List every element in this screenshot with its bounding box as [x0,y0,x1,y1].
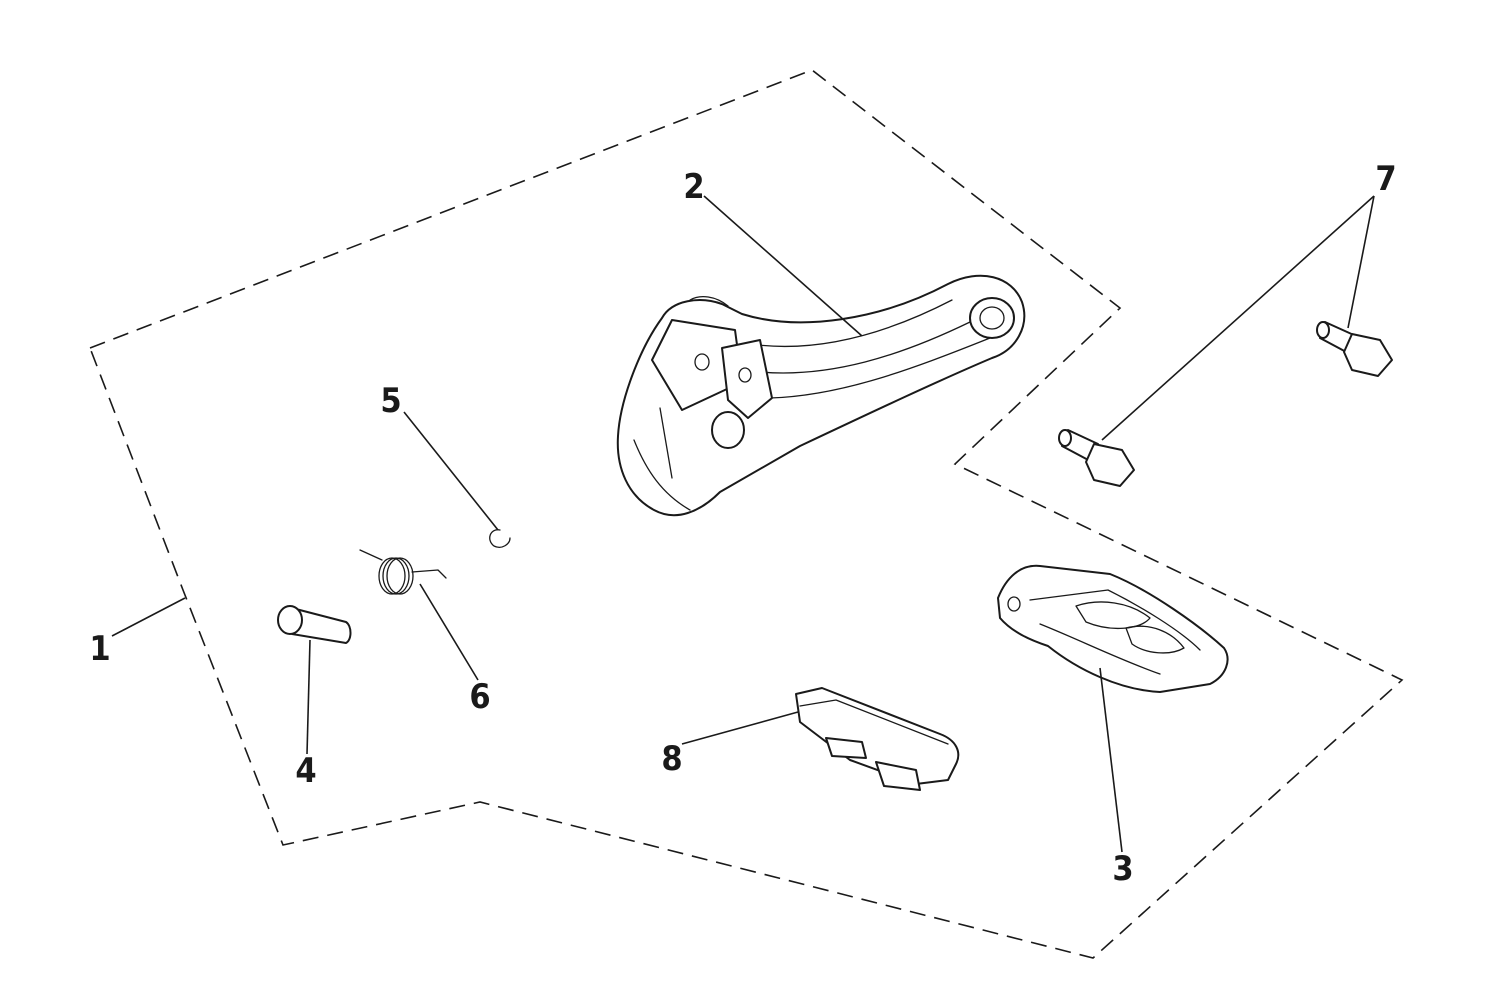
leader-1 [111,597,186,637]
callout-5: 5 [380,381,401,421]
part-6-spring [359,549,447,595]
callout-8: 8 [661,739,682,779]
leader-2 [703,195,863,337]
callout-2: 2 [683,167,704,207]
part-2-footrest-bracket [616,274,1026,517]
callout-1: 1 [89,629,110,669]
part-4-pin [277,605,352,644]
callout-7: 7 [1375,159,1396,199]
leader-4 [306,639,311,755]
assembly-boundary [88,69,1404,959]
leader-5 [403,411,499,531]
part-7-bolt-upper [1316,321,1393,377]
callout-4: 4 [295,751,316,791]
leader-7b [1347,195,1375,329]
callout-3: 3 [1112,849,1133,889]
callout-6: 6 [469,677,490,717]
leader-6 [419,583,479,681]
leader-3 [1099,667,1123,853]
part-5-clip [489,529,511,548]
leader-7a [1101,195,1375,441]
part-3-footpeg [997,564,1229,693]
leader-8 [681,711,799,745]
part-8-rubber-pad [795,687,960,791]
part-7-bolt-lower [1058,429,1135,487]
leader-lines [111,195,1375,853]
